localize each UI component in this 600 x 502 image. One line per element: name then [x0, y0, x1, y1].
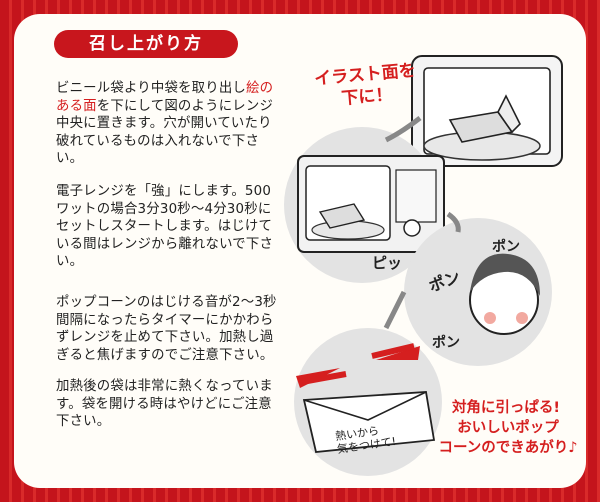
step-4-text: 加熱後の袋は非常に熱くなっています。袋を開ける時はやけどにご注意下さい。: [56, 379, 273, 430]
sfx-pon-2: ポン: [492, 239, 520, 255]
step-1-text: ビニール袋より中袋を取り出し絵のある面を下にして図のようにレンジ中央に置きます。…: [56, 81, 274, 167]
flow-arrow: [446, 211, 461, 233]
bag-opening-circle: [294, 328, 442, 476]
sfx-pi: ピッ: [372, 254, 403, 272]
highlight-text: 絵のある面: [56, 81, 274, 114]
flow-arrow: [384, 116, 422, 143]
section-title: 召し上がり方: [54, 30, 238, 58]
microwave-interior-illustration: [411, 55, 563, 167]
girl-listening-circle: [404, 218, 552, 366]
microwave-circle: [284, 127, 445, 283]
callout-bottom: 対角に引っぱる!おいしいポップコーンのできあがり♪: [438, 400, 578, 456]
step-2-text: 電子レンジを「強」にします。500ワットの場合3分30秒〜4分30秒にセットしス…: [56, 184, 274, 270]
step-3-text: ポップコーンのはじける音が2〜3秒間隔になったらタイマーにかかわらずレンジを止め…: [56, 295, 277, 363]
callout-top: イラスト面を下に！: [313, 60, 417, 110]
sfx-pon-3: ポン: [432, 335, 460, 351]
flow-arrow: [383, 290, 407, 330]
